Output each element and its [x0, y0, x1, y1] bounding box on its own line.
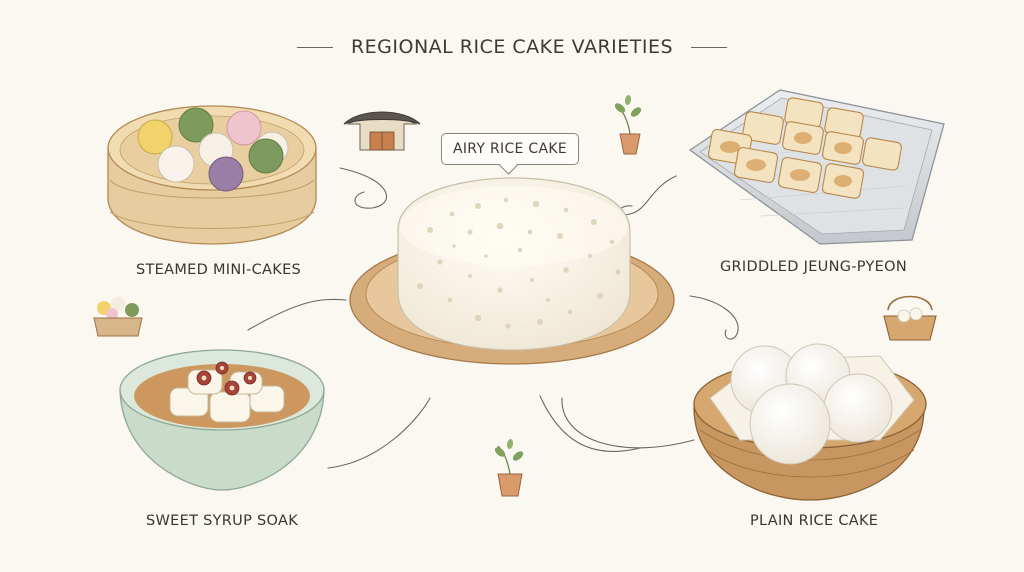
plain-rice-basket-icon [693, 343, 927, 501]
connector-plain-lower [561, 397, 695, 449]
label-steamed-mini-cakes: STEAMED MINI-CAKES [136, 262, 302, 278]
griddled-tray-icon [688, 89, 945, 245]
syrup-bowl-icon [119, 349, 325, 491]
potted-plant-icon [614, 95, 642, 155]
airy-rice-cake-icon [349, 177, 675, 365]
connector-syrup [247, 298, 347, 331]
label-griddled-jeung-pyeon: GRIDDLED JEUNG-PYEON [720, 259, 908, 275]
connector-plain [689, 295, 739, 340]
title-rule-left [296, 46, 333, 48]
connector-center-bottom [539, 395, 641, 452]
center-callout: AIRY RICE CAKE [441, 133, 579, 175]
label-sweet-syrup-soak: SWEET SYRUP SOAK [146, 513, 299, 529]
connector-syrup-lower [327, 397, 431, 469]
connector-lines [247, 167, 739, 469]
connector-griddled [618, 175, 677, 216]
diagram-title: REGIONAL RICE CAKE VARIETIES [0, 36, 1024, 58]
hanok-house-icon [343, 111, 421, 151]
title-rule-right [691, 46, 728, 48]
bamboo-steamer-icon [107, 105, 317, 245]
callout-text: AIRY RICE CAKE [452, 141, 568, 157]
label-plain-rice-cake: PLAIN RICE CAKE [750, 513, 879, 529]
connector-steamed [339, 167, 387, 209]
title-text: REGIONAL RICE CAKE VARIETIES [350, 36, 674, 58]
rice-ball-bowl-icon [93, 297, 143, 337]
basket-icon [883, 295, 937, 341]
potted-plant-icon-lower [494, 439, 524, 497]
